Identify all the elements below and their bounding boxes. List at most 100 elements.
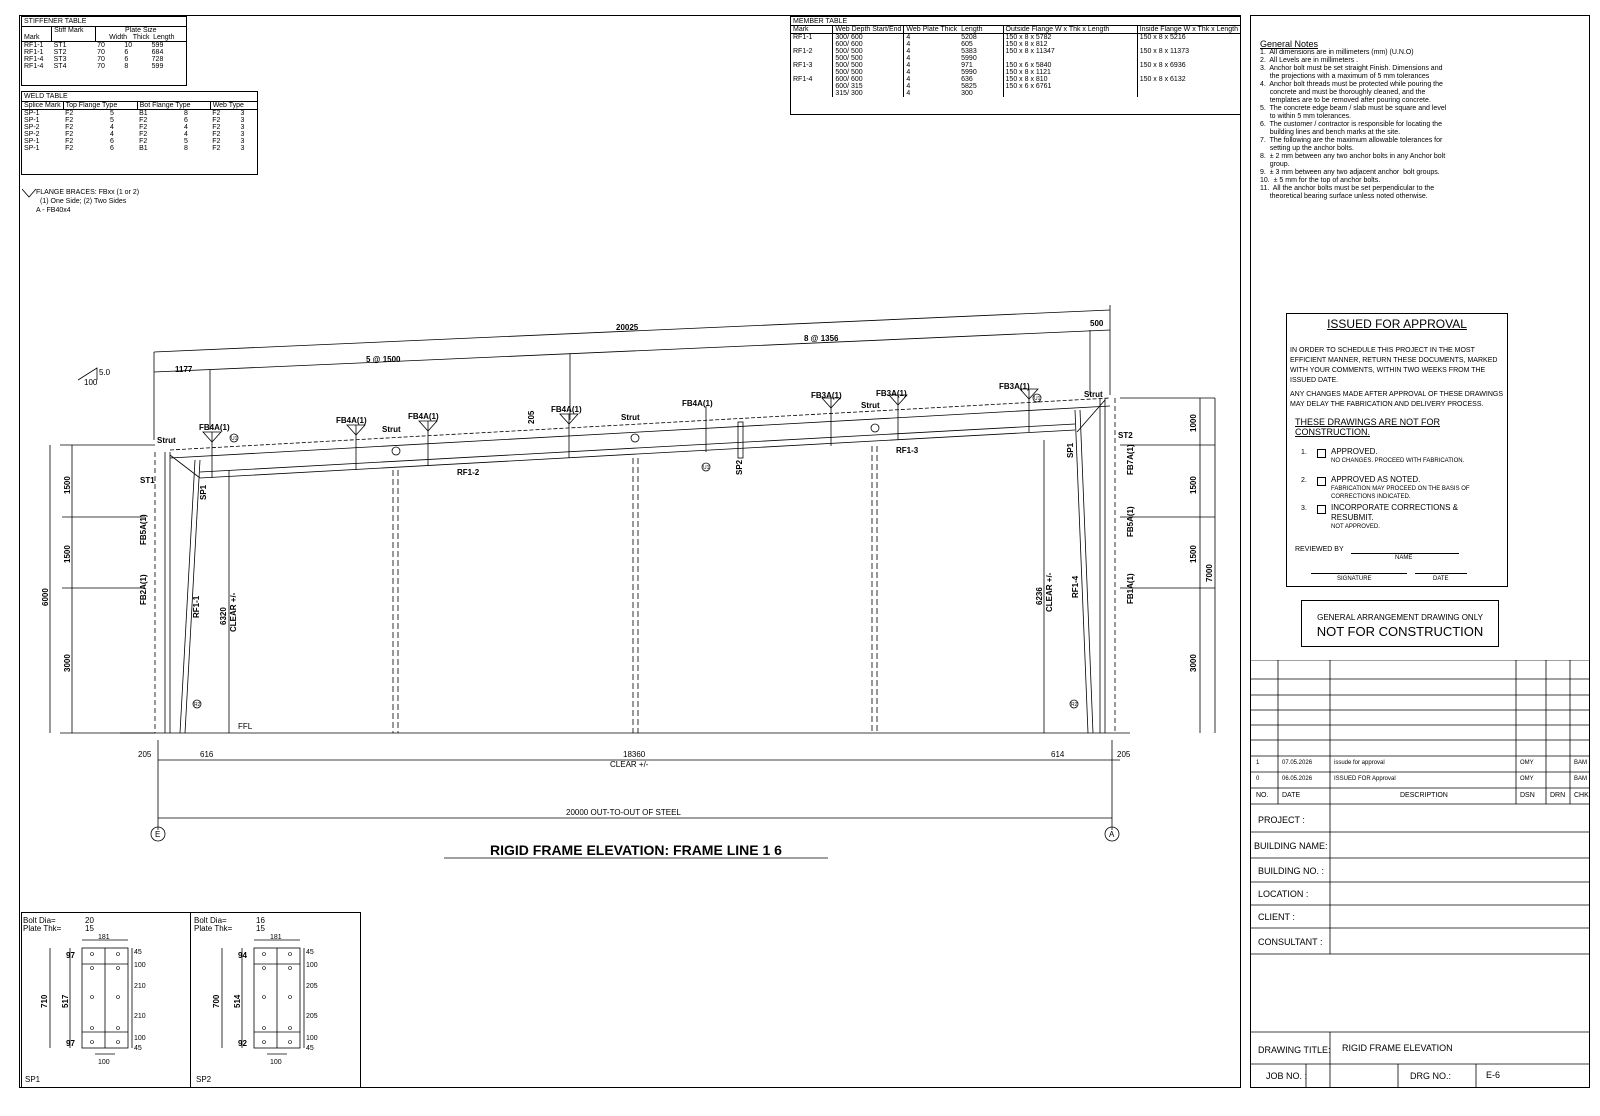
stiffener-table: STIFFENER TABLE Mark Stiff Mark Plate Si…: [21, 16, 187, 86]
sp1-rdim-5: 45: [134, 1045, 142, 1052]
brace-fb5a-left: FB5A(1): [139, 514, 148, 545]
table-cell: 150 x 8 x 11373: [1139, 48, 1189, 55]
sp2-plate-thk: 15: [256, 924, 265, 933]
table-cell: 150 x 8 x 1121: [1003, 69, 1138, 76]
table-cell: 4: [906, 76, 911, 83]
table-cell: F2: [65, 145, 74, 152]
approval-option[interactable]: 2.APPROVED AS NOTED.FABRICATION MAY PROC…: [1301, 475, 1507, 503]
brace-fb1a-right: FB1A(1): [1126, 573, 1135, 604]
sp1-bolt-dia: 20: [85, 916, 94, 925]
strut-label-2: Strut: [382, 425, 401, 434]
brace-fb4a-3: FB4A(1): [408, 412, 439, 421]
general-note-line: concrete and must be thoroughly cleaned,…: [1260, 89, 1426, 96]
approval-option-label: INCORPORATE CORRECTIONS & RESUBMIT.: [1331, 503, 1458, 522]
sp1-label: SP1: [25, 1075, 41, 1084]
revision-header: DSN: [1520, 792, 1535, 799]
dim-205-rafter: 205: [527, 410, 536, 424]
right-dim-1500-top: 1500: [1189, 476, 1198, 494]
col-header: Mark: [22, 27, 53, 42]
approval-option-number: 3.: [1301, 505, 1307, 512]
general-note-line: setting up the anchor bolts.: [1260, 145, 1354, 152]
splice-sp1-left: SP1: [199, 484, 208, 500]
general-note-line: 8. ± 2 mm between any two anchor bolts i…: [1260, 153, 1446, 160]
member-table: MEMBER TABLE Mark Web Depth Start/End We…: [790, 16, 1241, 115]
member-rf1-3: RF1-3: [896, 446, 919, 455]
approval-checkbox[interactable]: [1317, 449, 1326, 458]
table-cell: 599: [151, 63, 164, 70]
general-note-line: 9. ± 3 mm between any two adjacent ancho…: [1260, 169, 1440, 176]
approval-option-sub: FABRICATION MAY PROCEED ON THE BASIS OF …: [1331, 486, 1470, 500]
table-cell: ST3: [53, 56, 67, 63]
ga-note-line1: GENERAL ARRANGEMENT DRAWING ONLY: [1317, 613, 1483, 622]
table-cell: 6: [183, 117, 188, 124]
sp1-width: 181: [98, 934, 110, 941]
dim-616: 616: [200, 750, 214, 759]
brace-fb3a-2: FB3A(1): [876, 389, 907, 398]
table-cell: 10: [124, 42, 133, 49]
table-cell: [791, 69, 834, 76]
clear-left-label: CLEAR +/-: [229, 592, 238, 632]
table-cell: 500/ 500: [832, 48, 905, 55]
table-cell: 3: [240, 131, 245, 138]
general-note-line: 3. Anchor bolt must be set straight Fini…: [1260, 65, 1443, 72]
right-dim-1000: 1000: [1189, 414, 1198, 432]
title-block: [1250, 15, 1590, 1088]
table-cell: RF1-2: [791, 48, 834, 55]
table-cell: 150 x 8 x 812: [1003, 41, 1138, 48]
table-cell: ST4: [53, 63, 67, 70]
table-cell: F2: [65, 138, 74, 145]
approval-options: 1.APPROVED.NO CHANGES. PROCEED WITH FABR…: [1287, 447, 1507, 531]
sp1-gauge: 100: [98, 1059, 110, 1066]
table-cell: 70: [97, 63, 105, 70]
table-cell: F2: [65, 117, 74, 124]
stiffener-st2: ST2: [1118, 431, 1133, 440]
table-cell: [791, 41, 834, 48]
ga-note-line2: NOT FOR CONSTRUCTION: [1316, 624, 1484, 639]
slope-run: 100: [84, 378, 98, 387]
col-header: Outside Flange W x Thk x Length: [1003, 25, 1138, 34]
table-cell: 4: [183, 124, 188, 131]
table-cell: RF1-4: [791, 76, 834, 83]
brace-fb2a-left: FB2A(1): [139, 574, 148, 605]
dim-18360: 18360: [623, 750, 646, 759]
approval-option[interactable]: 3.INCORPORATE CORRECTIONS & RESUBMIT.NOT…: [1301, 503, 1507, 531]
col-header: Web Plate Thick: [903, 25, 960, 34]
table-cell: 500/ 500: [832, 69, 905, 76]
col-header: Splice Mark: [22, 102, 64, 110]
table-cell: 5208: [959, 33, 1004, 41]
table-cell: 6: [124, 49, 129, 56]
table-cell: 4: [906, 83, 911, 90]
sp1-bolt-dia-label: Bolt Dia=: [23, 916, 56, 925]
table-cell: [791, 90, 834, 97]
splice-sp1-right: SP1: [1066, 442, 1075, 458]
table-cell: 150 x 8 x 5216: [1139, 34, 1186, 41]
dim-500: 500: [1090, 319, 1104, 328]
col-header: Thick: [132, 34, 150, 41]
table-cell: 4: [906, 69, 911, 76]
table-cell: F2: [212, 145, 221, 152]
splice-details-box: [21, 912, 361, 1088]
approval-checkbox[interactable]: [1317, 505, 1326, 514]
splice-detail-sp1: Bolt Dia= 20 Plate Thk= 15 SP1: [21, 915, 189, 1087]
table-cell: 600/ 600: [832, 76, 905, 83]
sp2-gauge: 100: [270, 1059, 282, 1066]
sp2-rdim-5: 45: [306, 1045, 314, 1052]
table-cell: 4: [906, 62, 911, 69]
approval-checkbox[interactable]: [1317, 477, 1326, 486]
date-label: DATE: [1433, 576, 1449, 582]
approval-option[interactable]: 1.APPROVED.NO CHANGES. PROCEED WITH FABR…: [1301, 447, 1507, 475]
col-header: Length: [153, 34, 175, 41]
right-dim-7000: 7000: [1205, 564, 1214, 582]
table-cell: 4: [906, 90, 911, 97]
table-cell: 5990: [959, 55, 1004, 62]
strut-label-5: Strut: [1084, 390, 1103, 399]
dim-205-left: 205: [138, 750, 152, 759]
col-header: Mark: [791, 25, 834, 34]
table-cell: 300/ 600: [832, 33, 905, 41]
